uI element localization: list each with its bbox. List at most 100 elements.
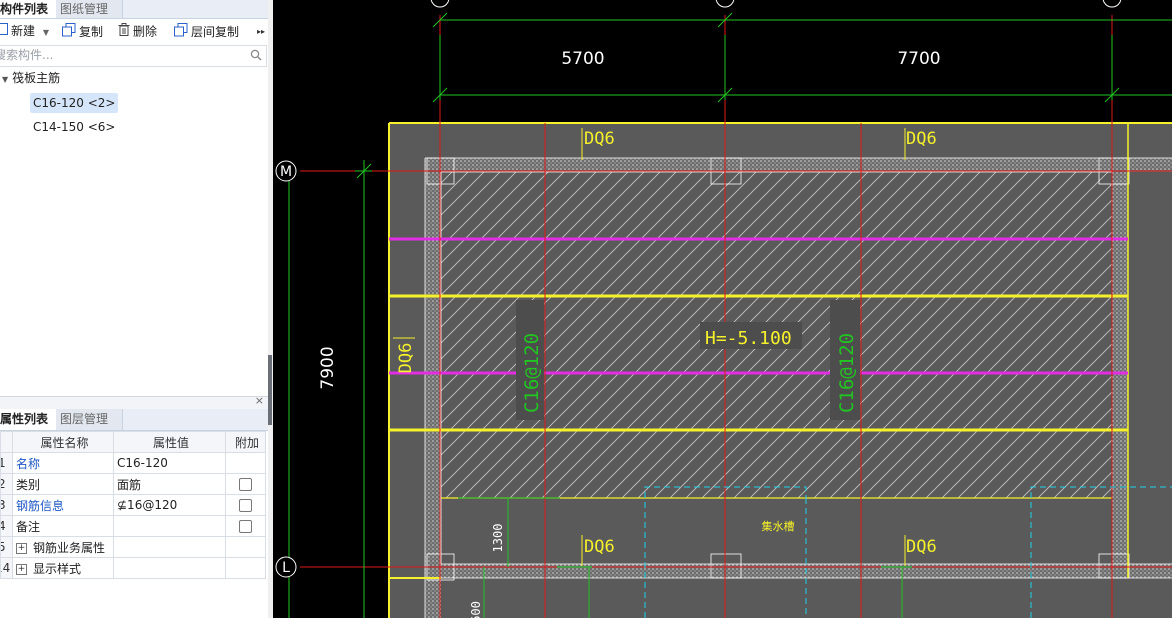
rebar-label-bg bbox=[516, 300, 544, 420]
property-table-header: 属性名称 属性值 附加 bbox=[0, 431, 266, 453]
rebar-label-bg bbox=[830, 300, 860, 420]
property-name: 备注 bbox=[12, 515, 114, 537]
copy-icon bbox=[62, 23, 76, 42]
cad-drawing-canvas[interactable]: M L 5700 7700 7900 1300 600 DQ6 DQ6 DQ6 … bbox=[273, 0, 1172, 618]
rebar-lines[interactable] bbox=[389, 237, 1128, 375]
search-icon[interactable] bbox=[250, 49, 262, 64]
floor-copy-button[interactable]: 层间复制 bbox=[174, 23, 239, 40]
property-value[interactable] bbox=[113, 515, 226, 537]
property-extra bbox=[225, 452, 266, 474]
component-tab-bar: 构件列表 图纸管理 bbox=[0, 0, 268, 19]
tab-layer-management[interactable]: 图层管理 bbox=[56, 409, 123, 430]
elevation-label-bg bbox=[700, 322, 802, 349]
row-index: 2 bbox=[0, 473, 13, 495]
wall-top[interactable] bbox=[425, 158, 1172, 172]
axis-label-m: M bbox=[280, 164, 292, 180]
delete-button[interactable]: 删除 bbox=[118, 23, 157, 40]
dimension-7700: 7700 bbox=[897, 49, 940, 69]
left-panel: 构件列表 图纸管理 新建 ▼ 复制 删除 层间复制 ▸▸ bbox=[0, 0, 268, 618]
delete-label: 删除 bbox=[133, 24, 158, 39]
tab-drawing-management[interactable]: 图纸管理 bbox=[56, 0, 123, 18]
table-row[interactable]: 1 名称 C16-120 bbox=[0, 452, 266, 474]
wall-tag[interactable]: DQ6 bbox=[584, 537, 615, 557]
grid-axis-bubbles bbox=[275, 0, 1122, 578]
caret-down-icon[interactable]: ▼ bbox=[2, 75, 9, 84]
row-index: 4 bbox=[0, 515, 13, 537]
header-extra: 附加 bbox=[225, 431, 266, 453]
property-value[interactable]: C16-120 bbox=[113, 452, 226, 474]
component-tree: ▼筏板主筋 C16-120 <2> C14-150 <6> bbox=[0, 66, 268, 392]
wall-tag[interactable]: DQ6 bbox=[396, 343, 416, 374]
table-row[interactable]: 4 备注 bbox=[0, 515, 266, 537]
table-row[interactable]: 2 类别 面筋 bbox=[0, 473, 266, 495]
wall-right[interactable] bbox=[1112, 158, 1128, 578]
axis-label-l: L bbox=[282, 560, 290, 576]
copy-label: 复制 bbox=[79, 25, 104, 39]
property-name: 显示样式 bbox=[33, 561, 82, 576]
dimension-600: 600 bbox=[469, 601, 483, 618]
property-value[interactable]: 面筋 bbox=[113, 473, 226, 495]
component-search bbox=[0, 45, 267, 67]
trash-icon bbox=[118, 23, 130, 41]
dimension-lines bbox=[288, 12, 1172, 618]
chevron-down-icon[interactable]: ▼ bbox=[42, 28, 49, 37]
header-property-name: 属性名称 bbox=[12, 431, 114, 453]
tab-property-list[interactable]: 属性列表 bbox=[0, 409, 57, 430]
property-value bbox=[113, 557, 226, 579]
slab-outline bbox=[388, 122, 1172, 618]
table-row[interactable]: 3 钢筋信息 ⊈16@120 bbox=[0, 494, 266, 516]
dimension-1300: 1300 bbox=[491, 524, 505, 553]
copy-button[interactable]: 复制 bbox=[62, 23, 103, 40]
splitter-grip[interactable] bbox=[268, 355, 272, 425]
toolbar-more-button[interactable]: ▸▸ bbox=[257, 27, 266, 36]
property-name: 钢筋业务属性 bbox=[33, 540, 106, 555]
expand-plus-icon[interactable]: + bbox=[16, 563, 27, 575]
property-panel-header: × bbox=[0, 394, 268, 409]
elevation-label[interactable]: H=-5.100 bbox=[705, 328, 792, 349]
wall-tag[interactable]: DQ6 bbox=[906, 537, 937, 557]
table-row[interactable]: 5 + 钢筋业务属性 bbox=[0, 536, 266, 558]
panel-splitter[interactable] bbox=[268, 0, 273, 618]
header-property-value: 属性值 bbox=[113, 431, 226, 453]
new-button[interactable]: 新建 ▼ bbox=[0, 23, 49, 40]
extra-checkbox[interactable] bbox=[239, 520, 252, 533]
sump-pit-label[interactable]: 集水槽 bbox=[762, 519, 795, 533]
wall-tag-leaders bbox=[393, 128, 906, 566]
property-name: 钢筋信息 bbox=[12, 494, 114, 516]
property-extra bbox=[225, 557, 266, 579]
property-name: 名称 bbox=[12, 452, 114, 474]
floor-copy-icon bbox=[174, 23, 188, 42]
tree-group-raft-main-rebar[interactable]: ▼筏板主筋 bbox=[2, 68, 60, 88]
rebar-label[interactable]: C16@120 bbox=[836, 333, 858, 413]
expand-plus-icon[interactable]: + bbox=[16, 542, 27, 554]
property-value bbox=[113, 536, 226, 558]
row-index: 5 bbox=[0, 536, 13, 558]
sump-pit-outline[interactable] bbox=[644, 486, 1172, 618]
close-icon[interactable]: × bbox=[254, 394, 264, 407]
floor-copy-label: 层间复制 bbox=[191, 25, 240, 39]
component-search-input[interactable] bbox=[0, 46, 234, 64]
property-extra bbox=[225, 515, 266, 537]
table-row[interactable]: 14 + 显示样式 bbox=[0, 557, 266, 579]
tree-item-c16-120[interactable]: C16-120 <2> bbox=[30, 93, 119, 113]
extra-checkbox[interactable] bbox=[239, 478, 252, 491]
tree-item-c14-150[interactable]: C14-150 <6> bbox=[33, 120, 116, 134]
grid-lines bbox=[300, 15, 1172, 618]
extra-checkbox[interactable] bbox=[239, 499, 252, 512]
row-index: 14 bbox=[0, 557, 13, 579]
wall-tag[interactable]: DQ6 bbox=[906, 129, 937, 149]
property-group[interactable]: + 显示样式 bbox=[12, 557, 114, 579]
tab-component-list[interactable]: 构件列表 bbox=[0, 0, 59, 18]
dimension-5700: 5700 bbox=[561, 49, 604, 69]
property-group[interactable]: + 钢筋业务属性 bbox=[12, 536, 114, 558]
property-extra bbox=[225, 473, 266, 495]
row-index: 1 bbox=[0, 452, 13, 474]
property-name: 类别 bbox=[12, 473, 114, 495]
rebar-label[interactable]: C16@120 bbox=[521, 333, 543, 413]
cad-drawing[interactable]: M L 5700 7700 7900 1300 600 DQ6 DQ6 DQ6 … bbox=[273, 0, 1172, 618]
property-value[interactable]: ⊈16@120 bbox=[113, 494, 226, 516]
new-icon bbox=[0, 23, 8, 40]
wall-left[interactable] bbox=[425, 158, 441, 618]
new-label: 新建 bbox=[11, 24, 36, 38]
wall-tag[interactable]: DQ6 bbox=[584, 129, 615, 149]
